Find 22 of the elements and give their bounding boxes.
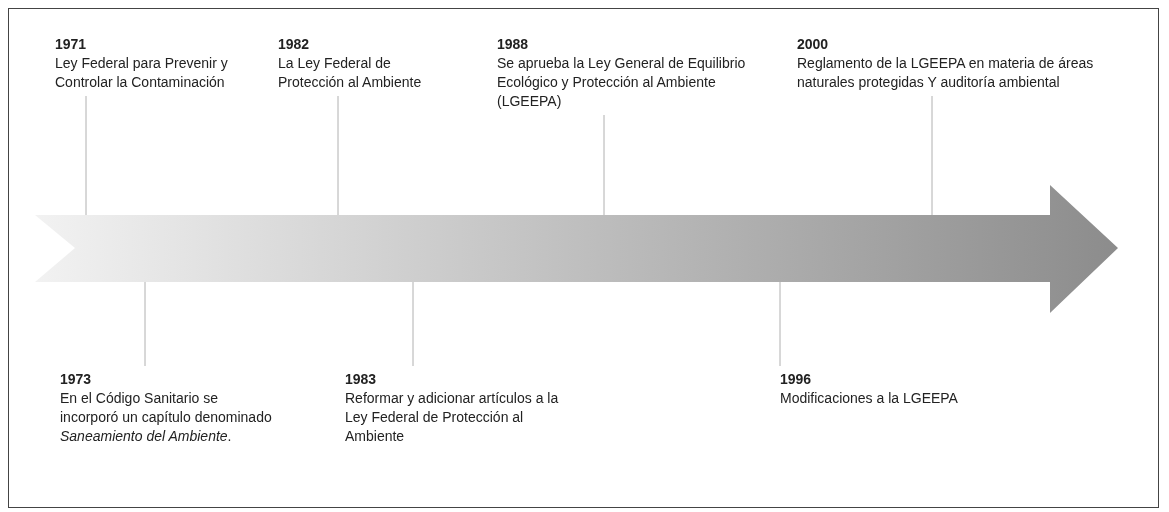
event-text: En el Código Sanitario se incorporó un capítulo denominado Saneamiento del Ambiente. — [60, 389, 273, 446]
event-text: Modificaciones a la LGEEPA — [780, 389, 959, 408]
event-text: La Ley Federal de Protección al Ambiente — [278, 54, 423, 92]
event-text: Se aprueba la Ley General de Equilibrio Ecológico y Protección al Ambiente (LGEEPA) — [497, 54, 747, 111]
year-label: 1996 — [780, 370, 813, 389]
leader-line — [337, 95, 339, 216]
event-text: Reformar y adicionar artículos a la Ley Federal de Protección al Ambiente — [345, 389, 560, 446]
event-text: Reglamento de la LGEEPA en materia de áreas naturales protegidas Y auditoría ambiental — [797, 54, 1095, 92]
year-label: 1973 — [60, 370, 93, 389]
leader-line — [412, 281, 414, 367]
leader-line — [85, 95, 87, 216]
event-text: Ley Federal para Prevenir y Controlar la Contaminación — [55, 54, 229, 92]
year-label: 1982 — [278, 35, 311, 54]
year-label: 2000 — [797, 35, 830, 54]
leader-line — [603, 114, 605, 216]
year-label: 1988 — [497, 35, 530, 54]
leader-line — [931, 95, 933, 216]
timeline-arrow — [35, 185, 1118, 313]
year-label: 1983 — [345, 370, 378, 389]
year-label: 1971 — [55, 35, 88, 54]
leader-line — [144, 281, 146, 367]
leader-line — [779, 281, 781, 367]
